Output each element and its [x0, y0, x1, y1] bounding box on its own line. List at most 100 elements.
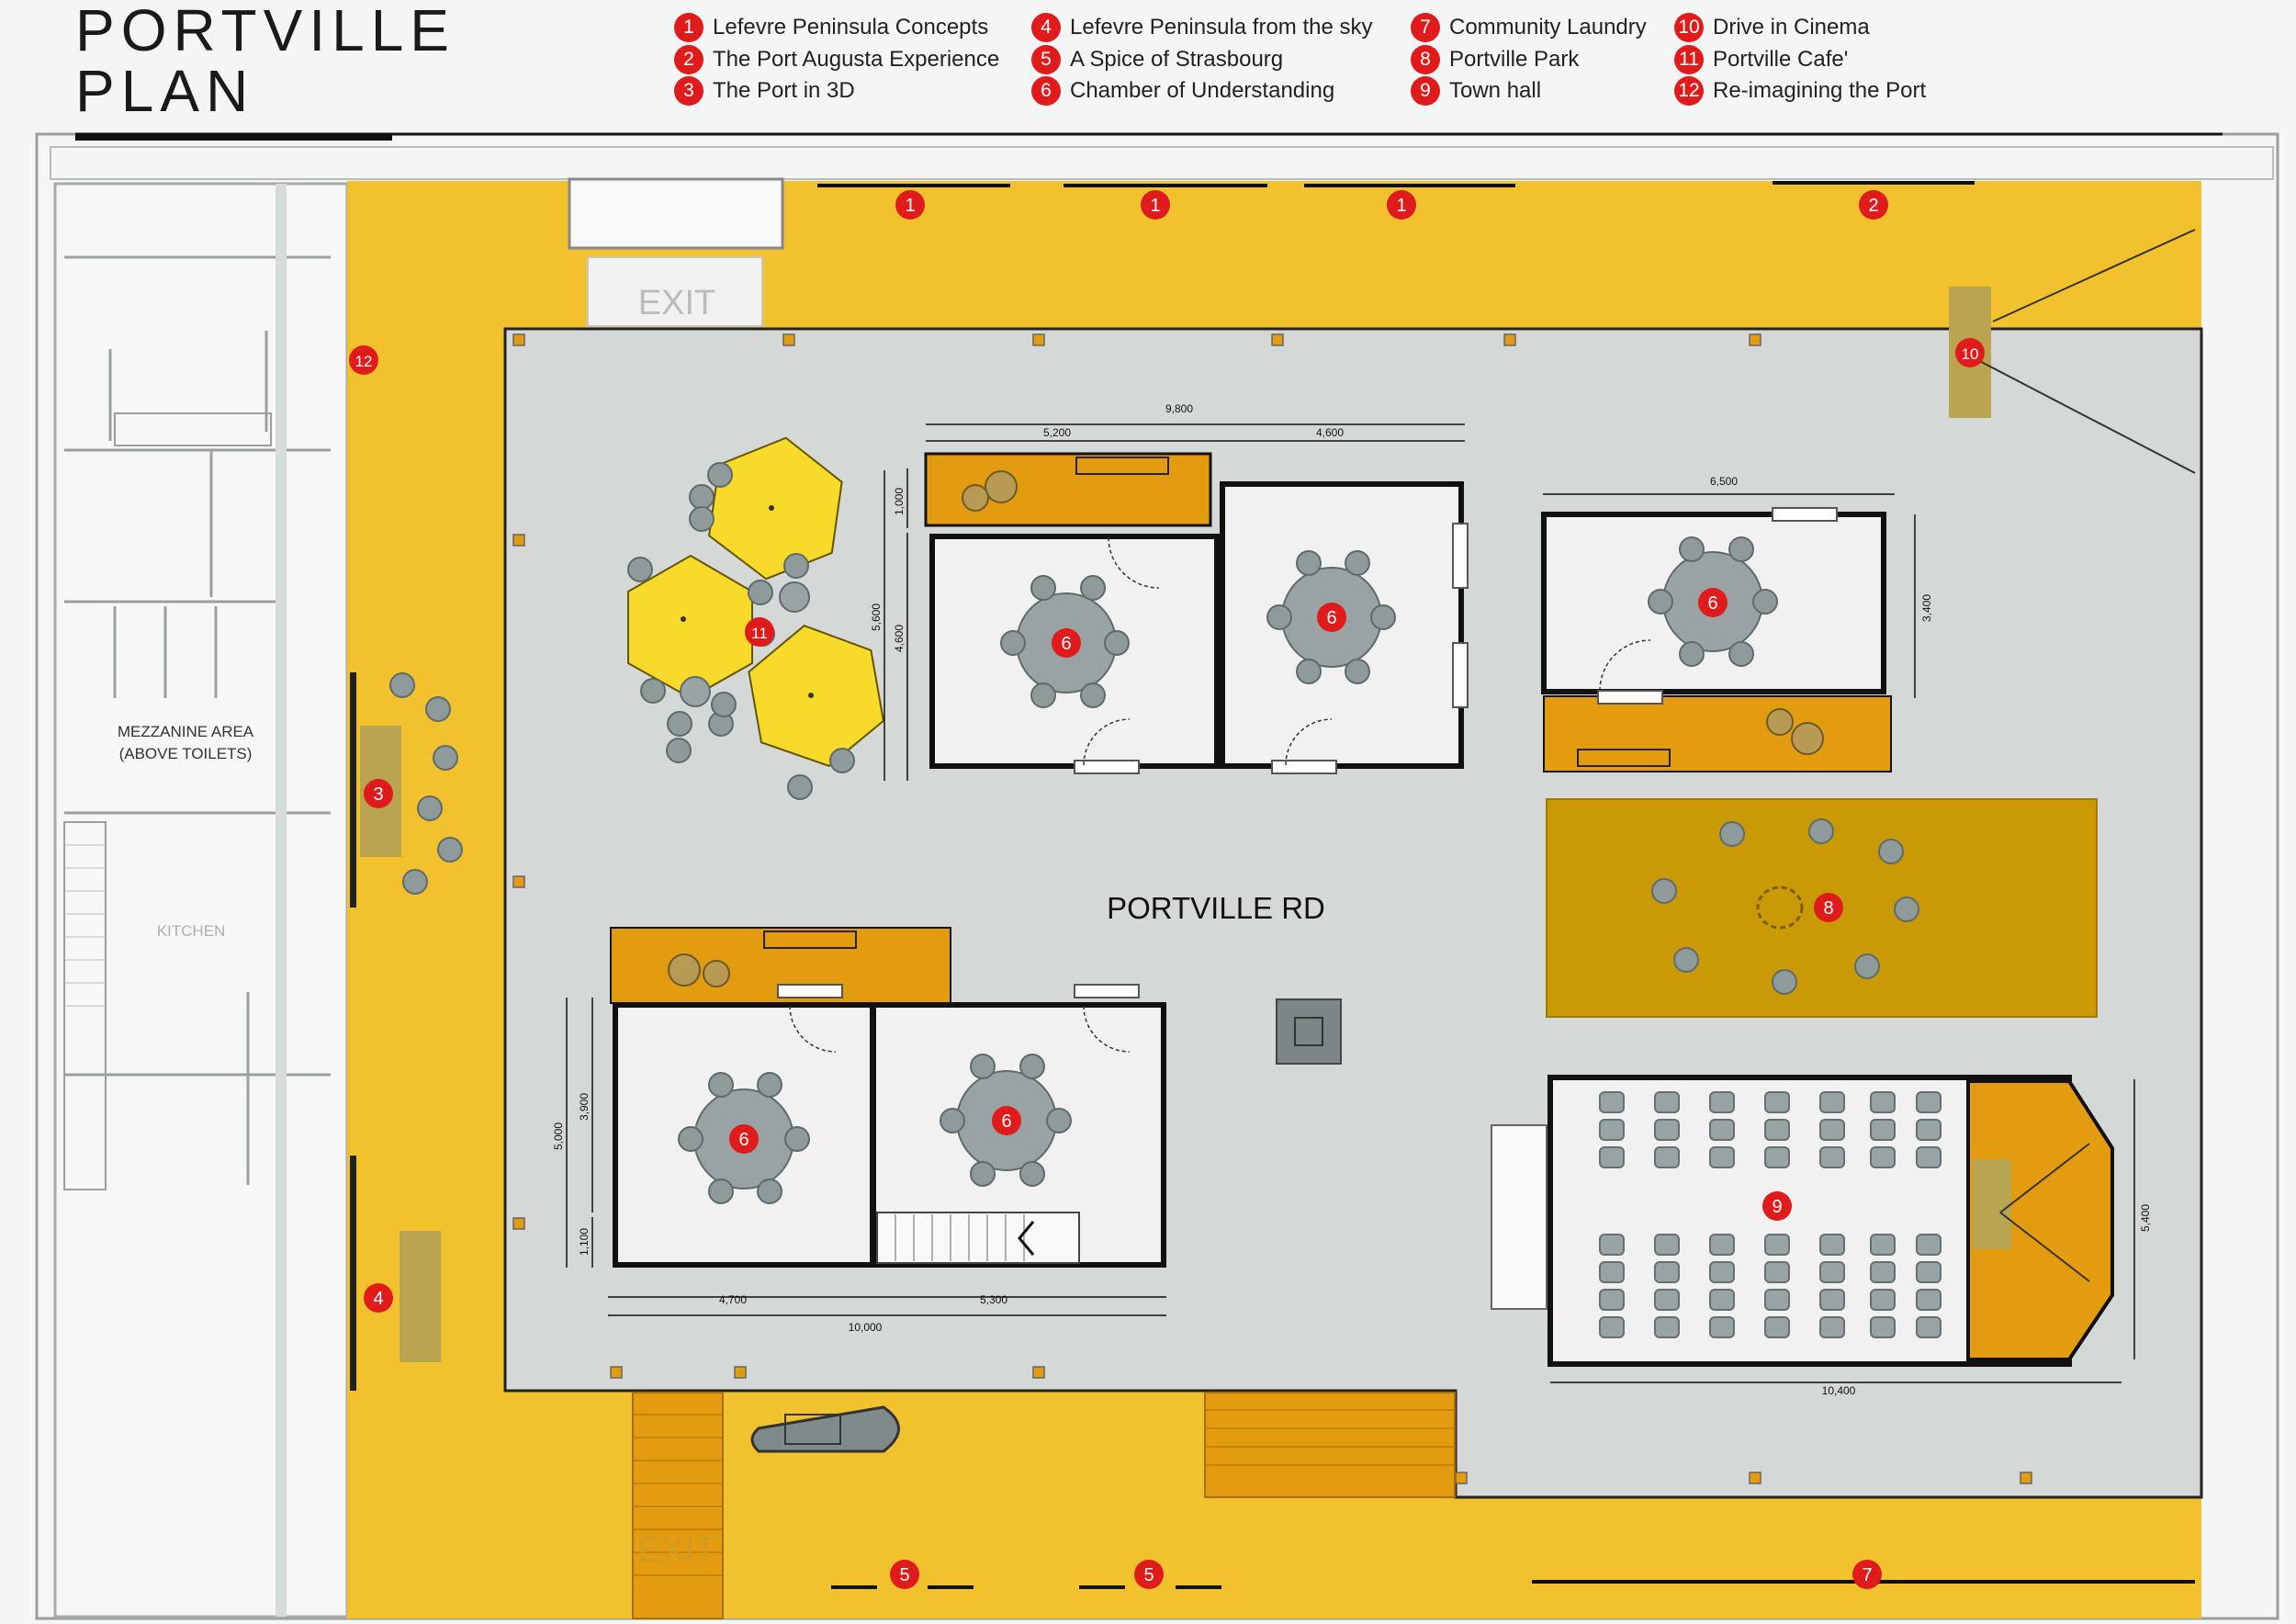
svg-text:10: 10 — [1962, 345, 1979, 363]
svg-text:7: 7 — [1862, 1565, 1872, 1585]
legend-label: Re-imagining the Port — [1713, 78, 1927, 103]
exhibit-bench-4 — [400, 1231, 441, 1362]
exhibit-walls-top — [817, 181, 1975, 187]
dim-4600: 4,600 — [1316, 426, 1344, 439]
legend-label: Chamber of Understanding — [1070, 78, 1335, 103]
mezzanine-label-1: MEZZANINE AREA — [118, 723, 254, 740]
svg-text:6: 6 — [1001, 1111, 1011, 1132]
legend-marker: 4 — [1031, 13, 1061, 42]
marker-4: 4 — [364, 1283, 393, 1313]
dim-10000: 10,000 — [849, 1321, 883, 1334]
dim-10400: 10,400 — [1822, 1384, 1856, 1397]
legend-item-7: 7 Community Laundry — [1411, 12, 1647, 43]
legend-marker: 9 — [1411, 76, 1440, 106]
legend-label: Portville Cafe' — [1713, 47, 1849, 72]
legend-label: A Spice of Strasbourg — [1070, 47, 1284, 72]
wall-panel-4 — [350, 1156, 356, 1391]
cinema-projection-line-2 — [1992, 229, 2196, 322]
svg-text:1: 1 — [1150, 196, 1160, 216]
entry-vestibule — [568, 177, 784, 250]
legend-item-9: 9 Town hall — [1411, 75, 1541, 107]
legend-label: Portville Park — [1449, 47, 1580, 72]
svg-text:11: 11 — [751, 625, 768, 642]
dim-5300: 5,300 — [980, 1293, 1007, 1306]
chamber-block-b — [1541, 507, 1892, 773]
legend-item-4: 4 Lefevre Peninsula from the sky — [1031, 12, 1373, 43]
lamp-posts — [512, 333, 2032, 1484]
dock-left — [632, 1392, 724, 1619]
facade-top — [50, 146, 2274, 180]
marker-1: 1 — [1387, 190, 1416, 220]
exit-sign-top: EXIT — [638, 284, 715, 322]
street-label: PORTVILLE RD — [1107, 891, 1325, 925]
marker-6: 6 — [1698, 588, 1728, 617]
legend-item-5: 5 A Spice of Strasbourg — [1031, 44, 1283, 75]
marker-1: 1 — [895, 190, 925, 220]
legend-marker: 11 — [1674, 45, 1704, 74]
dim-9800: 9,800 — [1165, 402, 1193, 415]
marker-11: 11 — [745, 617, 774, 647]
wall-panel-3 — [350, 672, 356, 908]
marker-5: 5 — [1134, 1560, 1164, 1589]
legend-marker: 8 — [1411, 45, 1440, 74]
chamber-block-a — [924, 452, 1469, 774]
svg-text:3: 3 — [373, 784, 383, 805]
page-title-line1: PORTVILLE — [75, 0, 456, 63]
svg-text:9: 9 — [1772, 1197, 1782, 1217]
legend-marker: 7 — [1411, 13, 1440, 42]
dim-5400: 5,400 — [2139, 1204, 2152, 1232]
legend-marker: 3 — [674, 76, 703, 106]
svg-text:6: 6 — [1326, 608, 1336, 628]
legend-label: Lefevre Peninsula Concepts — [713, 15, 989, 39]
legend-item-8: 8 Portville Park — [1411, 44, 1579, 75]
marker-8: 8 — [1814, 893, 1843, 922]
exit-door-top — [587, 256, 763, 327]
dim-4600-vertical: 4,600 — [893, 625, 906, 652]
page-title-line2: PLAN — [75, 58, 255, 124]
svg-text:6: 6 — [1061, 634, 1071, 654]
dimension-lines — [566, 423, 2135, 1383]
mezzanine-label-2: (ABOVE TOILETS) — [119, 745, 253, 762]
legend-item-12: 12 Re-imagining the Port — [1674, 75, 1926, 107]
service-wing — [53, 182, 349, 1618]
legend-label: The Port in 3D — [713, 78, 855, 103]
cafe — [627, 436, 885, 800]
svg-text:6: 6 — [738, 1130, 748, 1150]
marker-3: 3 — [364, 779, 393, 808]
marker-6: 6 — [992, 1106, 1021, 1135]
marker-6: 6 — [729, 1124, 759, 1154]
svg-text:1: 1 — [905, 196, 915, 216]
dock-right — [1204, 1392, 1456, 1498]
fountain — [1276, 998, 1342, 1065]
boat — [750, 1405, 900, 1453]
legend-item-3: 3 The Port in 3D — [674, 75, 855, 107]
legend-marker: 5 — [1031, 45, 1061, 74]
svg-text:8: 8 — [1823, 898, 1833, 919]
legend-marker: 12 — [1674, 76, 1704, 106]
dim-1000: 1,000 — [893, 488, 906, 515]
dim-4700: 4,700 — [719, 1293, 747, 1306]
legend-label: Community Laundry — [1449, 15, 1647, 39]
dim-6500: 6,500 — [1710, 475, 1738, 488]
exhibit-markers: 1 1 1 2 3 4 5 5 6 6 6 6 6 7 8 9 10 11 12 — [349, 190, 1985, 1589]
marker-7: 7 — [1852, 1560, 1882, 1589]
dim-3400: 3,400 — [1920, 594, 1933, 622]
cinema-projection-line — [1964, 353, 2196, 474]
marker-6: 6 — [1052, 628, 1081, 658]
marker-10: 10 — [1955, 338, 1985, 367]
legend-label: Lefevre Peninsula from the sky — [1070, 15, 1373, 39]
chamber-block-c — [610, 927, 1166, 1268]
town-hall — [1491, 1075, 2114, 1367]
legend-label: Drive in Cinema — [1713, 15, 1870, 39]
marker-5: 5 — [890, 1560, 919, 1589]
legend-label: The Port Augusta Experience — [713, 47, 1000, 72]
dim-5000: 5,000 — [552, 1122, 565, 1150]
legend-label: Town hall — [1449, 78, 1542, 103]
title-underline — [75, 133, 392, 141]
